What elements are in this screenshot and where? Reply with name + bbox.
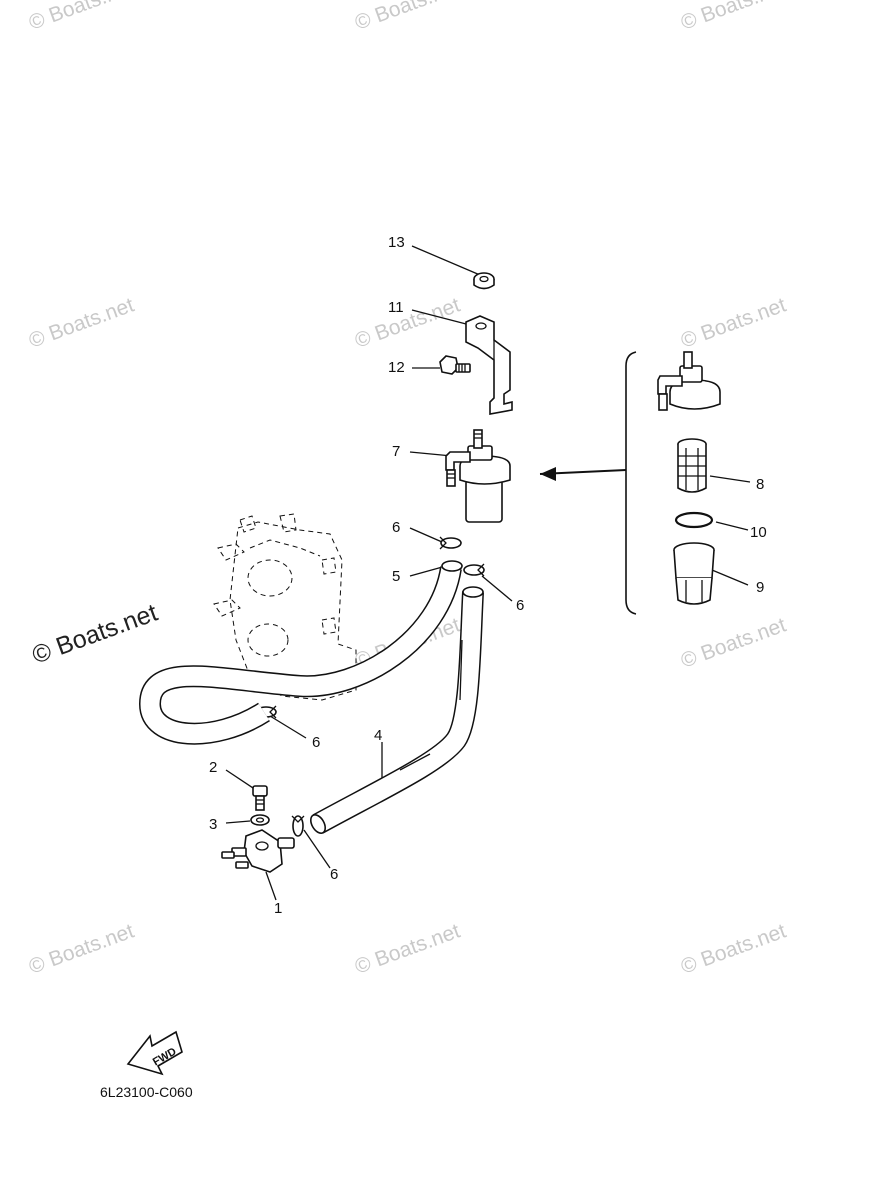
forward-arrow-icon: FWD	[126, 1030, 183, 1076]
leader-lines	[225, 245, 751, 901]
watermark: © Boats.net	[352, 0, 463, 35]
part-number-label: 6	[516, 597, 524, 614]
part-number-label: 6	[312, 734, 320, 751]
watermark: © Boats.net	[26, 0, 137, 35]
watermark-group: © Boats.net © Boats.net © Boats.net © Bo…	[26, 0, 789, 979]
watermark: © Boats.net	[352, 919, 463, 978]
part-number-label: 13	[388, 234, 405, 251]
watermark-large: © Boats.net	[28, 599, 161, 670]
bolt-part	[252, 785, 268, 811]
watermark: © Boats.net	[678, 293, 789, 352]
part-number-label: 2	[209, 759, 217, 776]
watermark: © Boats.net	[678, 919, 789, 978]
diagram-code: 6L23100-C060	[100, 1084, 193, 1100]
exploded-view-bracket	[539, 351, 637, 615]
bolt-part	[439, 355, 471, 375]
part-number-label: 4	[374, 727, 382, 744]
filter-cup-part	[673, 542, 715, 605]
watermark: © Boats.net	[26, 293, 137, 352]
filter-element-part	[677, 438, 707, 493]
part-number-label: 11	[388, 299, 404, 316]
watermark: © Boats.net	[26, 919, 137, 978]
part-number-label: 5	[392, 568, 400, 585]
part-number-label: 3	[209, 816, 217, 833]
watermark: © Boats.net	[352, 293, 463, 352]
o-ring-part	[674, 511, 714, 529]
part-number-label: 6	[392, 519, 400, 536]
part-number-label: 1	[274, 900, 282, 917]
part-number-label: 12	[388, 359, 405, 376]
hose-clip-part	[463, 563, 485, 577]
part-number-label: 10	[750, 524, 767, 541]
fuel-joint-part	[221, 829, 295, 873]
fuel-hose-part	[309, 586, 484, 834]
fuel-filter-part	[445, 429, 511, 523]
watermark: © Boats.net	[678, 0, 789, 35]
watermark: © Boats.net	[678, 613, 789, 672]
part-number-label: 7	[392, 443, 400, 460]
hose-clip-part	[439, 536, 462, 550]
nut-part	[473, 272, 495, 290]
part-number-label: 8	[756, 476, 764, 493]
filter-cap-part	[657, 351, 721, 411]
fuel-hose-part	[138, 560, 463, 745]
part-number-labels: 13 11 12 7 6 5 6 6 4 2 3 6 1 8 10 9	[209, 234, 767, 917]
hose-clip-part	[291, 815, 305, 837]
washer-part	[250, 814, 270, 826]
bracket-part	[465, 315, 513, 415]
part-number-label: 9	[756, 579, 764, 596]
part-number-label: 6	[330, 866, 338, 883]
